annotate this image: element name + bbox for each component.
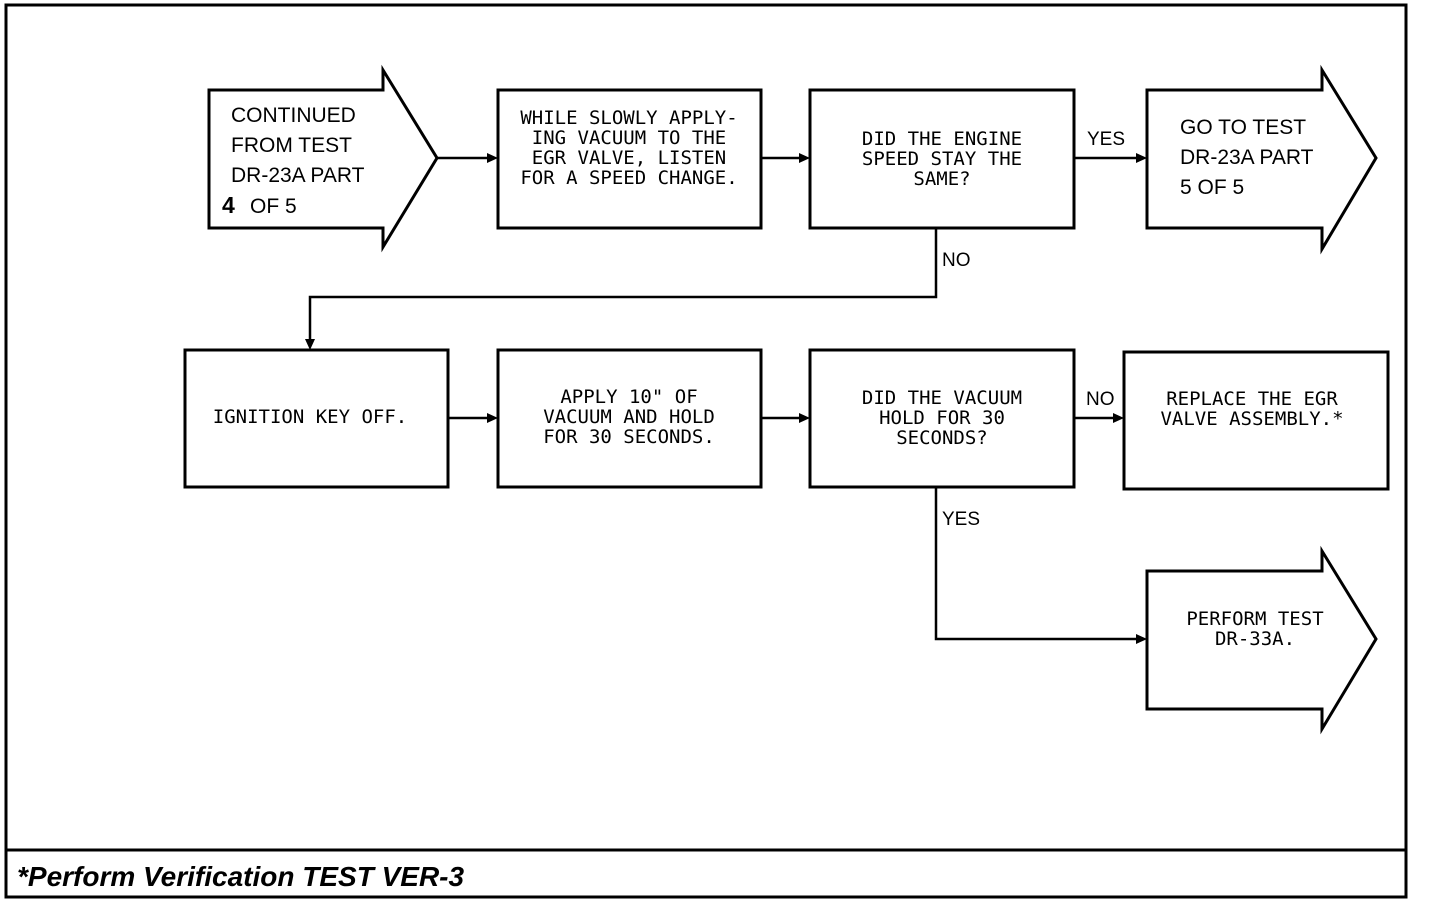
step-listen-line-2: ING VACUUM TO THE: [532, 127, 726, 149]
connector-start-to-listen: [437, 153, 498, 163]
step-listen-line-3: EGR VALVE, LISTEN: [532, 147, 726, 169]
connector-apply-to-decision: [761, 413, 810, 423]
step-apply-line-1: APPLY 10" OF: [560, 386, 697, 408]
goto-part5-pointer: GO TO TEST DR-23A PART 5 OF 5: [1145, 64, 1378, 255]
step-replace-line-1: REPLACE THE EGR: [1166, 388, 1338, 410]
decision-speed-line-3: SAME?: [913, 168, 970, 190]
decision-vacuum-box: DID THE VACUUM HOLD FOR 30 SECONDS?: [808, 348, 1076, 489]
decision-speed-box: DID THE ENGINE SPEED STAY THE SAME?: [808, 88, 1076, 230]
decision-vacuum-line-2: HOLD FOR 30: [879, 407, 1005, 429]
step-apply-box: APPLY 10" OF VACUUM AND HOLD FOR 30 SECO…: [496, 348, 763, 489]
goto-part5-line-1: GO TO TEST: [1180, 116, 1306, 139]
decision-speed-line-1: DID THE ENGINE: [862, 128, 1022, 150]
connector-ignition-to-apply: [448, 413, 498, 423]
start-line-2: FROM TEST: [231, 134, 352, 157]
step-ignition-line-1: IGNITION KEY OFF.: [213, 406, 407, 428]
goto-dr33a-line-1: PERFORM TEST: [1186, 608, 1323, 630]
diagram-frame: [4, 3, 1408, 899]
step-listen-box: WHILE SLOWLY APPLY- ING VACUUM TO THE EG…: [496, 88, 763, 230]
connector-listen-to-decision: [761, 153, 810, 163]
label-vacuum-yes: YES: [942, 509, 980, 530]
label-speed-yes: YES: [1087, 129, 1125, 150]
label-vacuum-no: NO: [1086, 389, 1115, 410]
goto-dr33a-line-2: DR-33A.: [1215, 628, 1295, 650]
label-speed-no: NO: [942, 250, 971, 271]
step-listen-line-4: FOR A SPEED CHANGE.: [520, 167, 737, 189]
goto-dr33a-pointer: PERFORM TEST DR-33A.: [1145, 545, 1378, 735]
goto-part5-line-3: 5 OF 5: [1180, 176, 1244, 199]
start-line-1: CONTINUED: [231, 104, 356, 127]
decision-speed-line-2: SPEED STAY THE: [862, 148, 1022, 170]
goto-part5-line-2: DR-23A PART: [1180, 146, 1314, 169]
start-line-3: DR-23A PART: [231, 164, 365, 187]
decision-vacuum-line-1: DID THE VACUUM: [862, 387, 1022, 409]
connector-vacuum-yes: [934, 487, 1147, 644]
connector-speed-no: [305, 228, 938, 350]
footer-note: *Perform Verification TEST VER-3: [17, 861, 464, 892]
step-replace-box: REPLACE THE EGR VALVE ASSEMBLY.*: [1122, 350, 1390, 491]
step-apply-line-2: VACUUM AND HOLD: [543, 406, 715, 428]
step-apply-line-3: FOR 30 SECONDS.: [543, 426, 715, 448]
step-replace-line-2: VALVE ASSEMBLY.*: [1160, 408, 1343, 430]
connector-speed-yes: [1074, 153, 1147, 163]
decision-vacuum-line-3: SECONDS?: [896, 427, 988, 449]
connector-vacuum-no: [1074, 413, 1124, 423]
start-part-suffix: OF 5: [250, 195, 297, 218]
step-listen-line-1: WHILE SLOWLY APPLY-: [520, 107, 737, 129]
start-pointer: CONTINUED FROM TEST DR-23A PART 4 OF 5: [207, 64, 439, 253]
step-ignition-box: IGNITION KEY OFF.: [183, 348, 450, 489]
start-part-number: 4: [222, 192, 235, 218]
